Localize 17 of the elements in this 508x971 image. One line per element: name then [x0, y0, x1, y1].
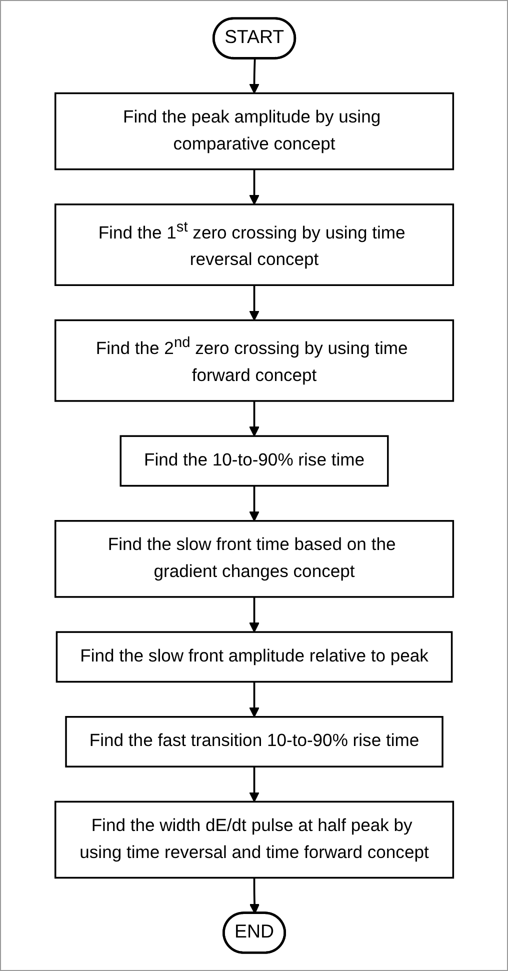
arrow — [248, 400, 260, 437]
node-box: Find the 1$^{st}$ zero crossing by using time reversal concept — [54, 204, 454, 286]
node-box: Find the slow front time based on the gradient changes concept — [54, 520, 454, 598]
node-box: Find the fast transition 10-to-90% rise time — [64, 716, 444, 768]
arrow — [248, 58, 260, 94]
arrow — [248, 596, 260, 633]
node-box: Find the width dE/dt pulse at half peak by using time reversal and time forward concept — [54, 800, 454, 879]
node-box: Find the 10-to-90% rise time — [120, 435, 388, 487]
arrow — [248, 766, 260, 802]
arrow — [248, 169, 260, 205]
arrow — [248, 285, 260, 321]
arrow — [248, 682, 260, 718]
node-box: Find the peak amplitude by using comparative concept — [54, 92, 454, 170]
arrow — [249, 878, 260, 914]
node-box: Find the slow front amplitude relative to peak — [56, 631, 452, 683]
arrow — [248, 486, 260, 522]
node-box: Find the 2$^{nd}$ zero crossing by using time forward concept — [54, 319, 454, 402]
